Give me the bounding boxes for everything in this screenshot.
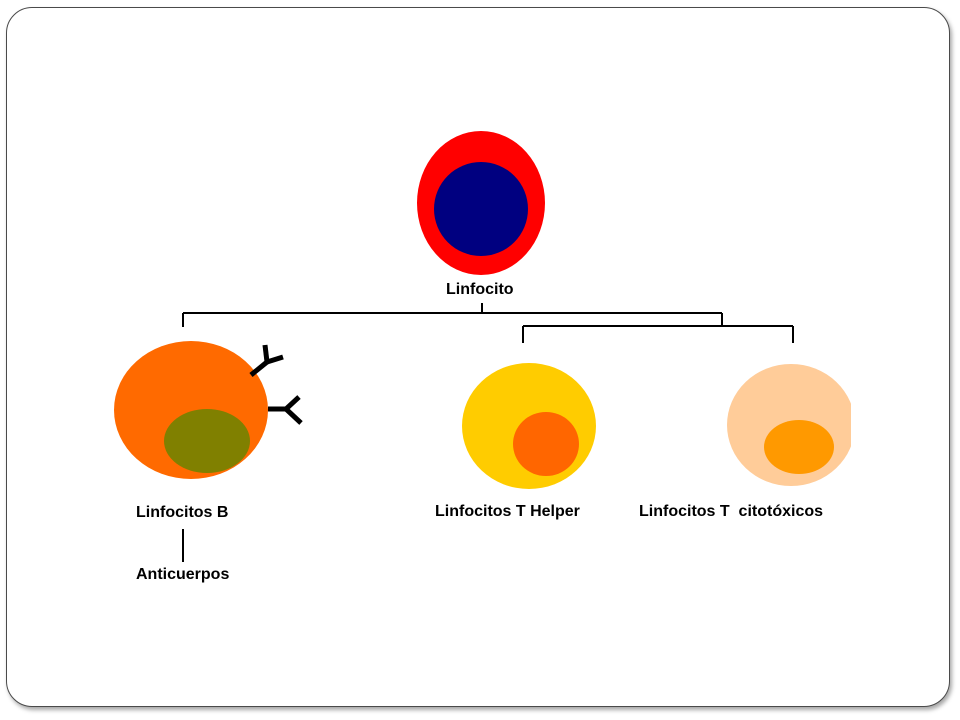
t-helper-cell [462, 363, 596, 489]
antibody-icon [268, 395, 303, 425]
root-label: Linfocito [446, 281, 514, 298]
t-cytotoxic-label: Linfocitos T citotóxicos [639, 503, 824, 520]
antibody-icon [249, 344, 284, 377]
b-cell-label: Linfocitos B [136, 504, 229, 521]
t-cytotoxic-cell [727, 364, 851, 486]
root-nucleus [434, 162, 528, 256]
b-lymphocyte-cell [114, 341, 268, 479]
b-nucleus [164, 409, 250, 473]
connector-tree [182, 303, 794, 562]
root-lymphocyte-cell [417, 131, 545, 275]
helper-nucleus [513, 412, 579, 476]
antibody-label: Anticuerpos [136, 566, 230, 583]
t-helper-label: Linfocitos T Helper [435, 503, 580, 520]
cytotoxic-nucleus [764, 420, 834, 474]
